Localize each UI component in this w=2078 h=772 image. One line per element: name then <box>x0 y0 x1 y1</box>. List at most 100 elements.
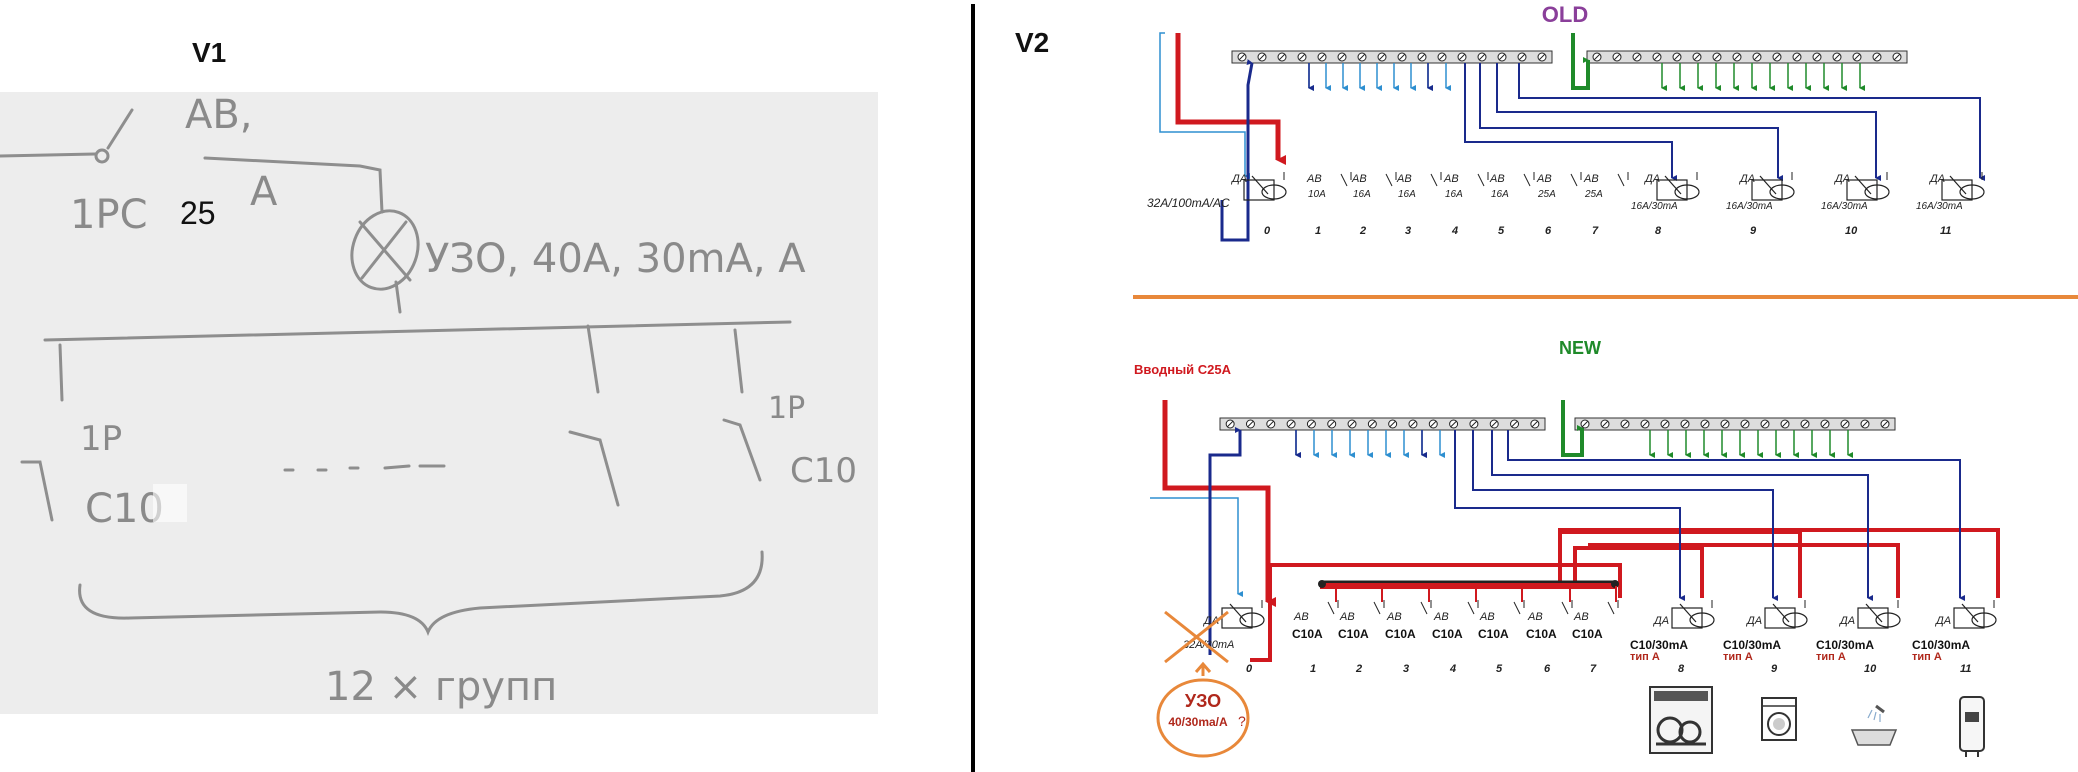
old-scheme: OLD ДА0АВ10A1АВ16A2АВ16A3АВ16A4АВ16A5АВ2… <box>1147 2 1985 242</box>
old-breaker-index: 9 <box>1750 225 1757 237</box>
old-breaker-index: 4 <box>1451 225 1458 237</box>
new-breaker-index: 10 <box>1864 663 1877 675</box>
old-breaker-type: ДА <box>1928 173 1945 185</box>
old-breaker-0: ДА0 <box>1230 172 1287 237</box>
sketch-rating-right: C10 <box>790 451 857 491</box>
washing-machine-icon <box>1761 697 1797 741</box>
old-neutral-screw <box>1337 52 1347 62</box>
new-pe-feed <box>1561 400 1584 457</box>
old-breaker-rating: 25A <box>1537 189 1556 200</box>
new-breaker-type: ДА <box>1934 615 1951 627</box>
old-ground-screw <box>1632 52 1642 62</box>
old-breaker-type: ДА <box>1643 173 1660 185</box>
new-breaker-rating: C10A <box>1526 627 1557 641</box>
old-breaker-index: 11 <box>1940 225 1951 237</box>
new-ground-screw <box>1660 419 1670 429</box>
sketch-rcd: УЗО, 40A, 30mA, A <box>425 236 806 282</box>
old-breaker-type: АВ <box>1489 173 1505 185</box>
new-phase-feed <box>1162 400 1276 607</box>
new-breaker-type: АВ <box>1527 611 1543 623</box>
new-breaker-rating: C10A <box>1572 627 1603 641</box>
old-breaker-type: АВ <box>1536 173 1552 185</box>
old-ground-screw <box>1592 52 1602 62</box>
new-breaker-index: 7 <box>1590 663 1597 675</box>
old-breaker-11: ДА 16A/30mA 11 <box>1916 172 1985 237</box>
new-ground-screw <box>1700 419 1710 429</box>
new-neutral-screw <box>1408 419 1418 429</box>
old-breaker-rating: 16A/30mA <box>1726 201 1773 212</box>
new-breaker-index: 5 <box>1496 663 1503 675</box>
new-neutral-screw <box>1225 419 1235 429</box>
new-breaker-index: 11 <box>1960 663 1971 675</box>
sketch-main-breaker: AB, <box>185 92 253 138</box>
old-breaker-type: АВ <box>1396 173 1412 185</box>
uzo-title: УЗО <box>1185 691 1221 711</box>
old-breaker-index: 5 <box>1498 225 1505 237</box>
new-neutral-screw <box>1367 419 1377 429</box>
old-ground-screw <box>1652 52 1662 62</box>
old-ground-screw <box>1832 52 1842 62</box>
sketch-lines <box>0 108 792 637</box>
new-breaker-index: 9 <box>1771 663 1778 675</box>
old-phase-feed <box>1175 33 1286 165</box>
new-neutral-screw <box>1347 419 1357 429</box>
sketch-paper <box>0 92 878 714</box>
v1-section: V1 AB, 1PC 25 A УЗО, 40A, 30mA, A 1P C <box>0 37 878 714</box>
new-neutral-screw <box>1388 419 1398 429</box>
new-rcbo-line-9 <box>1472 430 1778 601</box>
old-breaker-index: 1 <box>1315 225 1321 237</box>
old-neutral-bar <box>1231 50 1553 64</box>
new-ground-screw <box>1760 419 1770 429</box>
old-breaker-rating: 16A <box>1353 189 1371 200</box>
old-neutral-screw <box>1517 52 1527 62</box>
new-rcd-proposal <box>1156 678 1250 758</box>
old-breaker-rating: 16A <box>1491 189 1509 200</box>
sketch-main-unit: A <box>250 169 278 215</box>
new-ground-screw <box>1620 419 1630 429</box>
new-breaker-1: АВ C10A 1 <box>1292 600 1339 675</box>
old-neutral-feed <box>1159 32 1250 179</box>
new-breaker-index: 3 <box>1403 663 1409 675</box>
new-scheme: NEW Вводный C25A ДА0АВC10A1АВC10A2АВC10A… <box>1134 338 2000 758</box>
old-neutral-screw <box>1297 52 1307 62</box>
old-breaker-index: 6 <box>1545 225 1552 237</box>
new-breaker-type: АВ <box>1573 611 1589 623</box>
new-breaker-rating: C10A <box>1385 627 1416 641</box>
new-ground-screw <box>1600 419 1610 429</box>
uzo-question: ? <box>1238 713 1246 729</box>
old-neutral-screw <box>1397 52 1407 62</box>
old-breaker-rating: 16A <box>1398 189 1416 200</box>
old-breaker-index: 10 <box>1845 225 1858 237</box>
new-breaker-rating: C10A <box>1292 627 1323 641</box>
old-breaker-type: ДА <box>1230 173 1247 185</box>
old-neutral-screw <box>1237 52 1247 62</box>
new-breaker-rating: C10/30mA <box>1912 638 1970 652</box>
old-ground-screw <box>1772 52 1782 62</box>
new-breaker-rating: C10A <box>1478 627 1509 641</box>
old-breaker-rating: 16A/30mA <box>1916 201 1963 212</box>
old-pe-feed <box>1571 33 1590 90</box>
new-ground-screw <box>1640 419 1650 429</box>
new-breaker-type: АВ <box>1339 611 1355 623</box>
new-breaker-index: 1 <box>1310 663 1316 675</box>
old-rcbo-line-10 <box>1496 63 1881 181</box>
old-ground-screw <box>1872 52 1882 62</box>
old-ground-screw <box>1752 52 1762 62</box>
old-neutral-screw <box>1417 52 1427 62</box>
old-rcbo-line-8 <box>1464 63 1677 181</box>
new-breaker-type: АВ <box>1293 611 1309 623</box>
new-neutral-screw <box>1489 419 1499 429</box>
old-breaker-row: ДА0АВ10A1АВ16A2АВ16A3АВ16A4АВ16A5АВ25A6А… <box>1230 172 1985 237</box>
new-rcbo-feed-11 <box>1558 528 2000 598</box>
new-rcbo-line-11 <box>1507 430 1965 601</box>
new-neutral-screw <box>1428 419 1438 429</box>
old-neutral-screw <box>1257 52 1267 62</box>
old-breaker-rating: 16A <box>1445 189 1463 200</box>
new-neutral-screw <box>1266 419 1276 429</box>
old-breaker-6: АВ 25A 6 <box>1536 172 1582 237</box>
dishwasher-icon <box>1649 686 1713 754</box>
